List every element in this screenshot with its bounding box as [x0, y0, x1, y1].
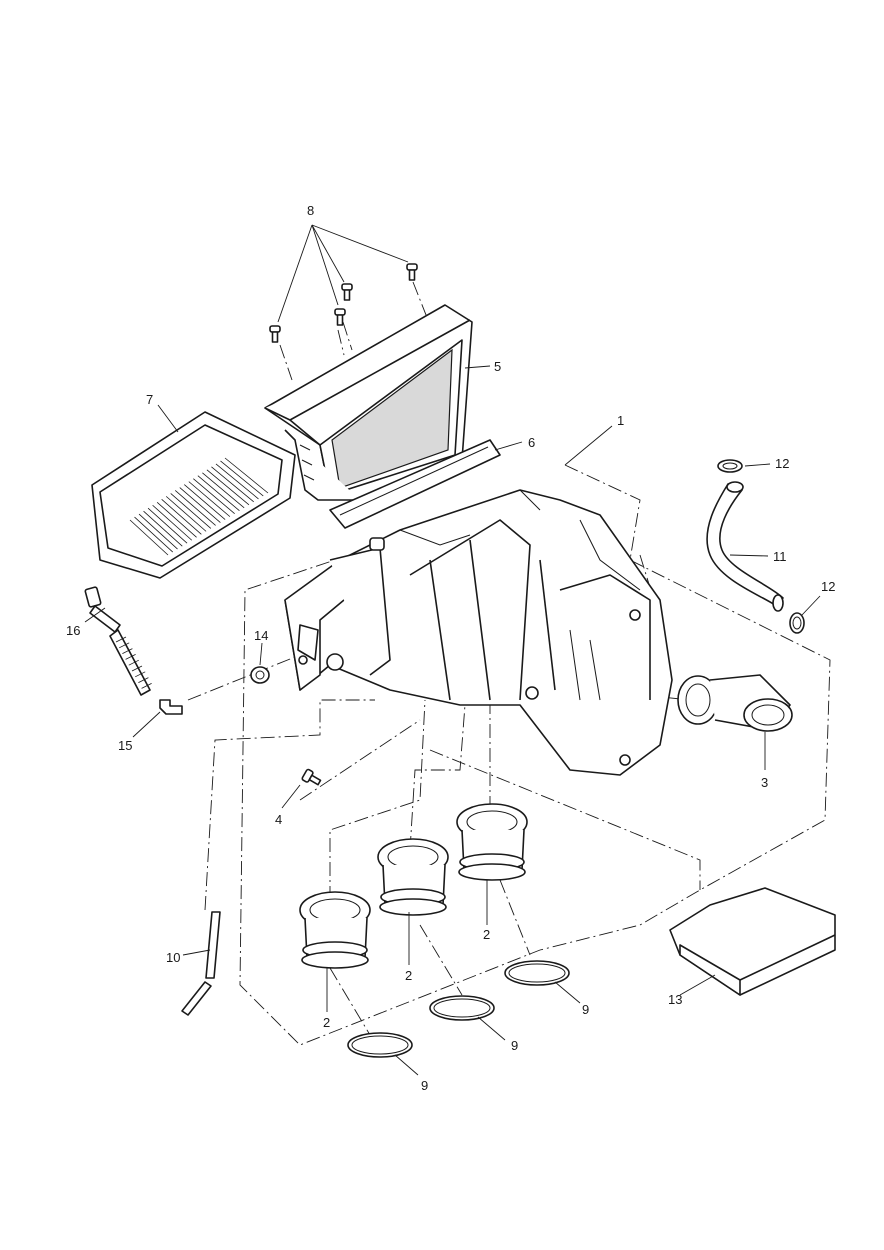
intake-boots-part	[299, 803, 528, 969]
gasket-part	[329, 439, 501, 529]
foam-pad-part	[669, 887, 836, 996]
air-filter-part	[91, 411, 296, 579]
callout-6: 6	[528, 435, 535, 450]
callout-12-upper: 12	[775, 456, 789, 471]
drain-tube-coils	[115, 636, 152, 689]
callout-1: 1	[617, 413, 624, 428]
drain-plug-part	[84, 586, 152, 696]
callout-7: 7	[146, 392, 153, 407]
leader-lines	[84, 224, 821, 1076]
callout-2-middle: 2	[405, 968, 412, 983]
intake-duct-part	[677, 674, 793, 732]
callout-5: 5	[494, 359, 501, 374]
callout-2-left: 2	[323, 1015, 330, 1030]
callout-9-middle: 9	[511, 1038, 518, 1053]
o-rings-part	[347, 960, 570, 1058]
screw-4-part	[301, 768, 322, 786]
callout-3: 3	[761, 775, 768, 790]
callout-9-right: 9	[582, 1002, 589, 1017]
callout-2-right: 2	[483, 927, 490, 942]
callout-8: 8	[307, 203, 314, 218]
airbox-body-part	[284, 489, 673, 776]
filter-pleats	[129, 457, 269, 556]
breather-hose-part	[706, 481, 784, 612]
callout-14: 14	[254, 628, 268, 643]
callout-10: 10	[166, 950, 180, 965]
airbox-cover-part	[264, 304, 473, 501]
screw-parts	[269, 263, 418, 343]
vent-tube-part	[181, 911, 221, 1016]
elbow-fitting-part	[159, 699, 183, 715]
callout-11: 11	[773, 549, 787, 564]
hose-clip-lower-part	[789, 612, 805, 634]
callout-9-left: 9	[421, 1078, 428, 1093]
callout-4: 4	[275, 812, 282, 827]
callout-12-lower: 12	[821, 579, 835, 594]
hose-clip-upper-part	[717, 459, 743, 473]
callout-15: 15	[118, 738, 132, 753]
grommet-part	[250, 666, 270, 684]
callout-13: 13	[668, 992, 682, 1007]
callout-labels: 8 5 7 6 1 12 11 12 16 14 15 3 4 2 2 2 10…	[66, 203, 835, 1093]
callout-16: 16	[66, 623, 80, 638]
